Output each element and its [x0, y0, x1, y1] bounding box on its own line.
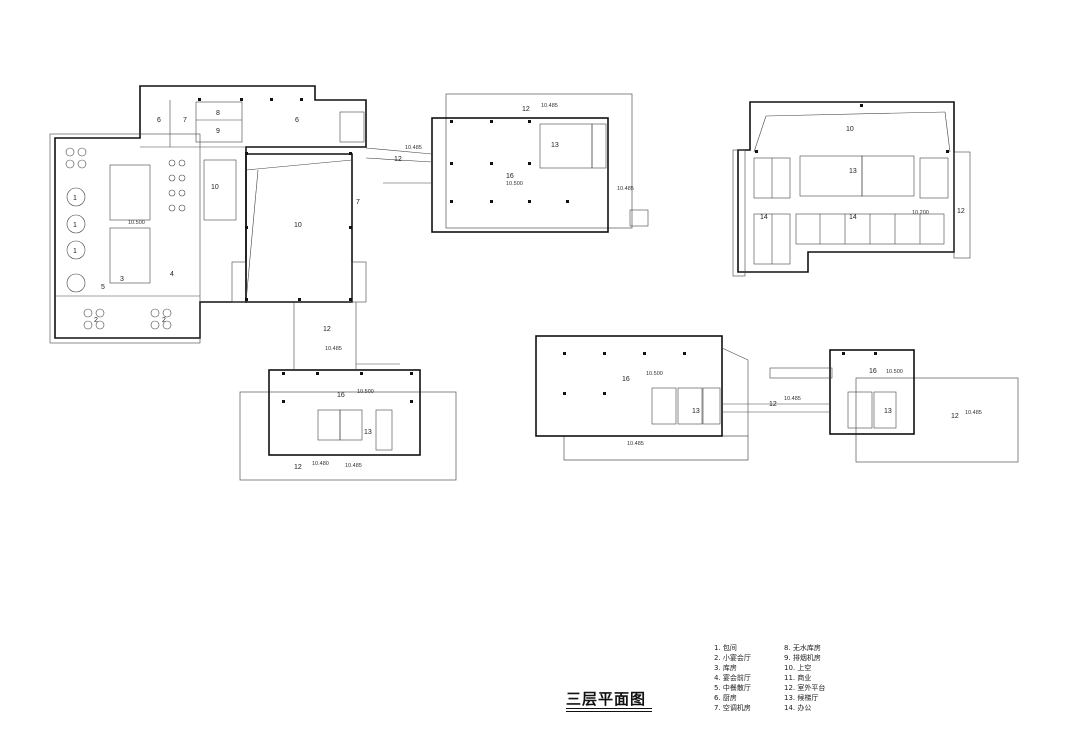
legend-item: 9. 排烟机房	[784, 654, 821, 662]
legend-item: 10. 上空	[784, 664, 812, 672]
level-mark: 10.485	[784, 396, 801, 402]
building-a	[49, 85, 367, 344]
room-label: 2	[162, 317, 166, 324]
room-label: 3	[120, 276, 124, 283]
level-mark: 10.485	[617, 186, 634, 192]
room-label: 12	[294, 464, 302, 471]
room-label: 13	[692, 408, 700, 415]
level-mark: 10.500	[128, 220, 145, 226]
level-mark: 10.485	[965, 410, 982, 416]
level-mark: 10.485	[325, 346, 342, 352]
office-desks	[753, 157, 949, 265]
room-label: 1	[73, 195, 77, 202]
room-label: 12	[394, 156, 402, 163]
room-label: 10	[846, 126, 854, 133]
legend-item: 13. 候梯厅	[784, 694, 819, 702]
room-label: 12	[522, 106, 530, 113]
room-label: 13	[884, 408, 892, 415]
legend-item: 7. 空调机房	[714, 704, 751, 712]
room-label: 1	[73, 222, 77, 229]
room-label: 16	[622, 376, 630, 383]
room-label: 14	[760, 214, 768, 221]
room-label: 10	[211, 184, 219, 191]
level-mark: 10.500	[646, 371, 663, 377]
building-e	[535, 335, 749, 461]
legend-item: 2. 小宴会厅	[714, 654, 751, 662]
legend-item: 8. 无水库房	[784, 644, 821, 652]
level-mark: 10.500	[357, 389, 374, 395]
room-label: 13	[364, 429, 372, 436]
level-marks: 10.500 10.485 10.485 10.500 10.485 10.48…	[128, 103, 982, 469]
room-label: 4	[170, 271, 174, 278]
level-mark: 10.480	[312, 461, 329, 467]
legend-column-b: 8. 无水库房 9. 排烟机房 10. 上空 11. 商业 12. 室外平台 1…	[784, 643, 864, 713]
room-label: 8	[216, 110, 220, 117]
room-label: 9	[216, 128, 220, 135]
building-d	[239, 302, 457, 481]
room-label: 5	[101, 284, 105, 291]
legend-item: 5. 中餐散厅	[714, 684, 751, 692]
title-underline	[566, 708, 652, 709]
room-label: 7	[183, 117, 187, 124]
room-label: 10	[294, 222, 302, 229]
room-label-12-right: 12	[957, 208, 965, 215]
level-mark: 10.485	[541, 103, 558, 109]
room-label: 16	[506, 173, 514, 180]
room-label: 14	[849, 214, 857, 221]
room-label: 12	[323, 326, 331, 333]
room-label: 12	[769, 401, 777, 408]
banquet-tables	[65, 147, 186, 330]
room-label: 6	[295, 117, 299, 124]
legend-item: 11. 商业	[784, 674, 812, 682]
building-f	[722, 349, 1019, 463]
building-b	[365, 93, 649, 233]
room-label: 13	[551, 142, 559, 149]
room-label: 12	[951, 413, 959, 420]
legend-item: 3. 库房	[714, 664, 737, 672]
level-mark: 10.200	[912, 210, 929, 216]
legend-column-a: 1. 包间 2. 小宴会厅 3. 库房 4. 宴会前厅 5. 中餐散厅 6. 厨…	[714, 643, 784, 713]
level-mark: 10.485	[405, 145, 422, 151]
legend-item: 4. 宴会前厅	[714, 674, 751, 682]
level-mark: 10.485	[627, 441, 644, 447]
room-label: 2	[94, 317, 98, 324]
room-label: 13	[849, 168, 857, 175]
level-mark: 10.500	[506, 181, 523, 187]
room-label: 6	[157, 117, 161, 124]
legend-item: 12. 室外平台	[784, 684, 826, 692]
room-label: 7	[356, 199, 360, 206]
room-label: 16	[337, 392, 345, 399]
room-label: 1	[73, 248, 77, 255]
legend-item: 1. 包间	[714, 644, 737, 652]
level-mark: 10.500	[886, 369, 903, 375]
title-underline-thin	[566, 711, 652, 712]
room-labels: 1 1 1 2 2 3 4 5 6 6 7 7 8 9 10 10 10 12 …	[73, 106, 965, 471]
building-c	[732, 101, 971, 277]
drawing-title: 三层平面图	[566, 690, 647, 708]
room-label: 16	[869, 368, 877, 375]
level-mark: 10.485	[345, 463, 362, 469]
legend-item: 6. 厨房	[714, 694, 737, 702]
legend-item: 14. 办公	[784, 704, 812, 712]
